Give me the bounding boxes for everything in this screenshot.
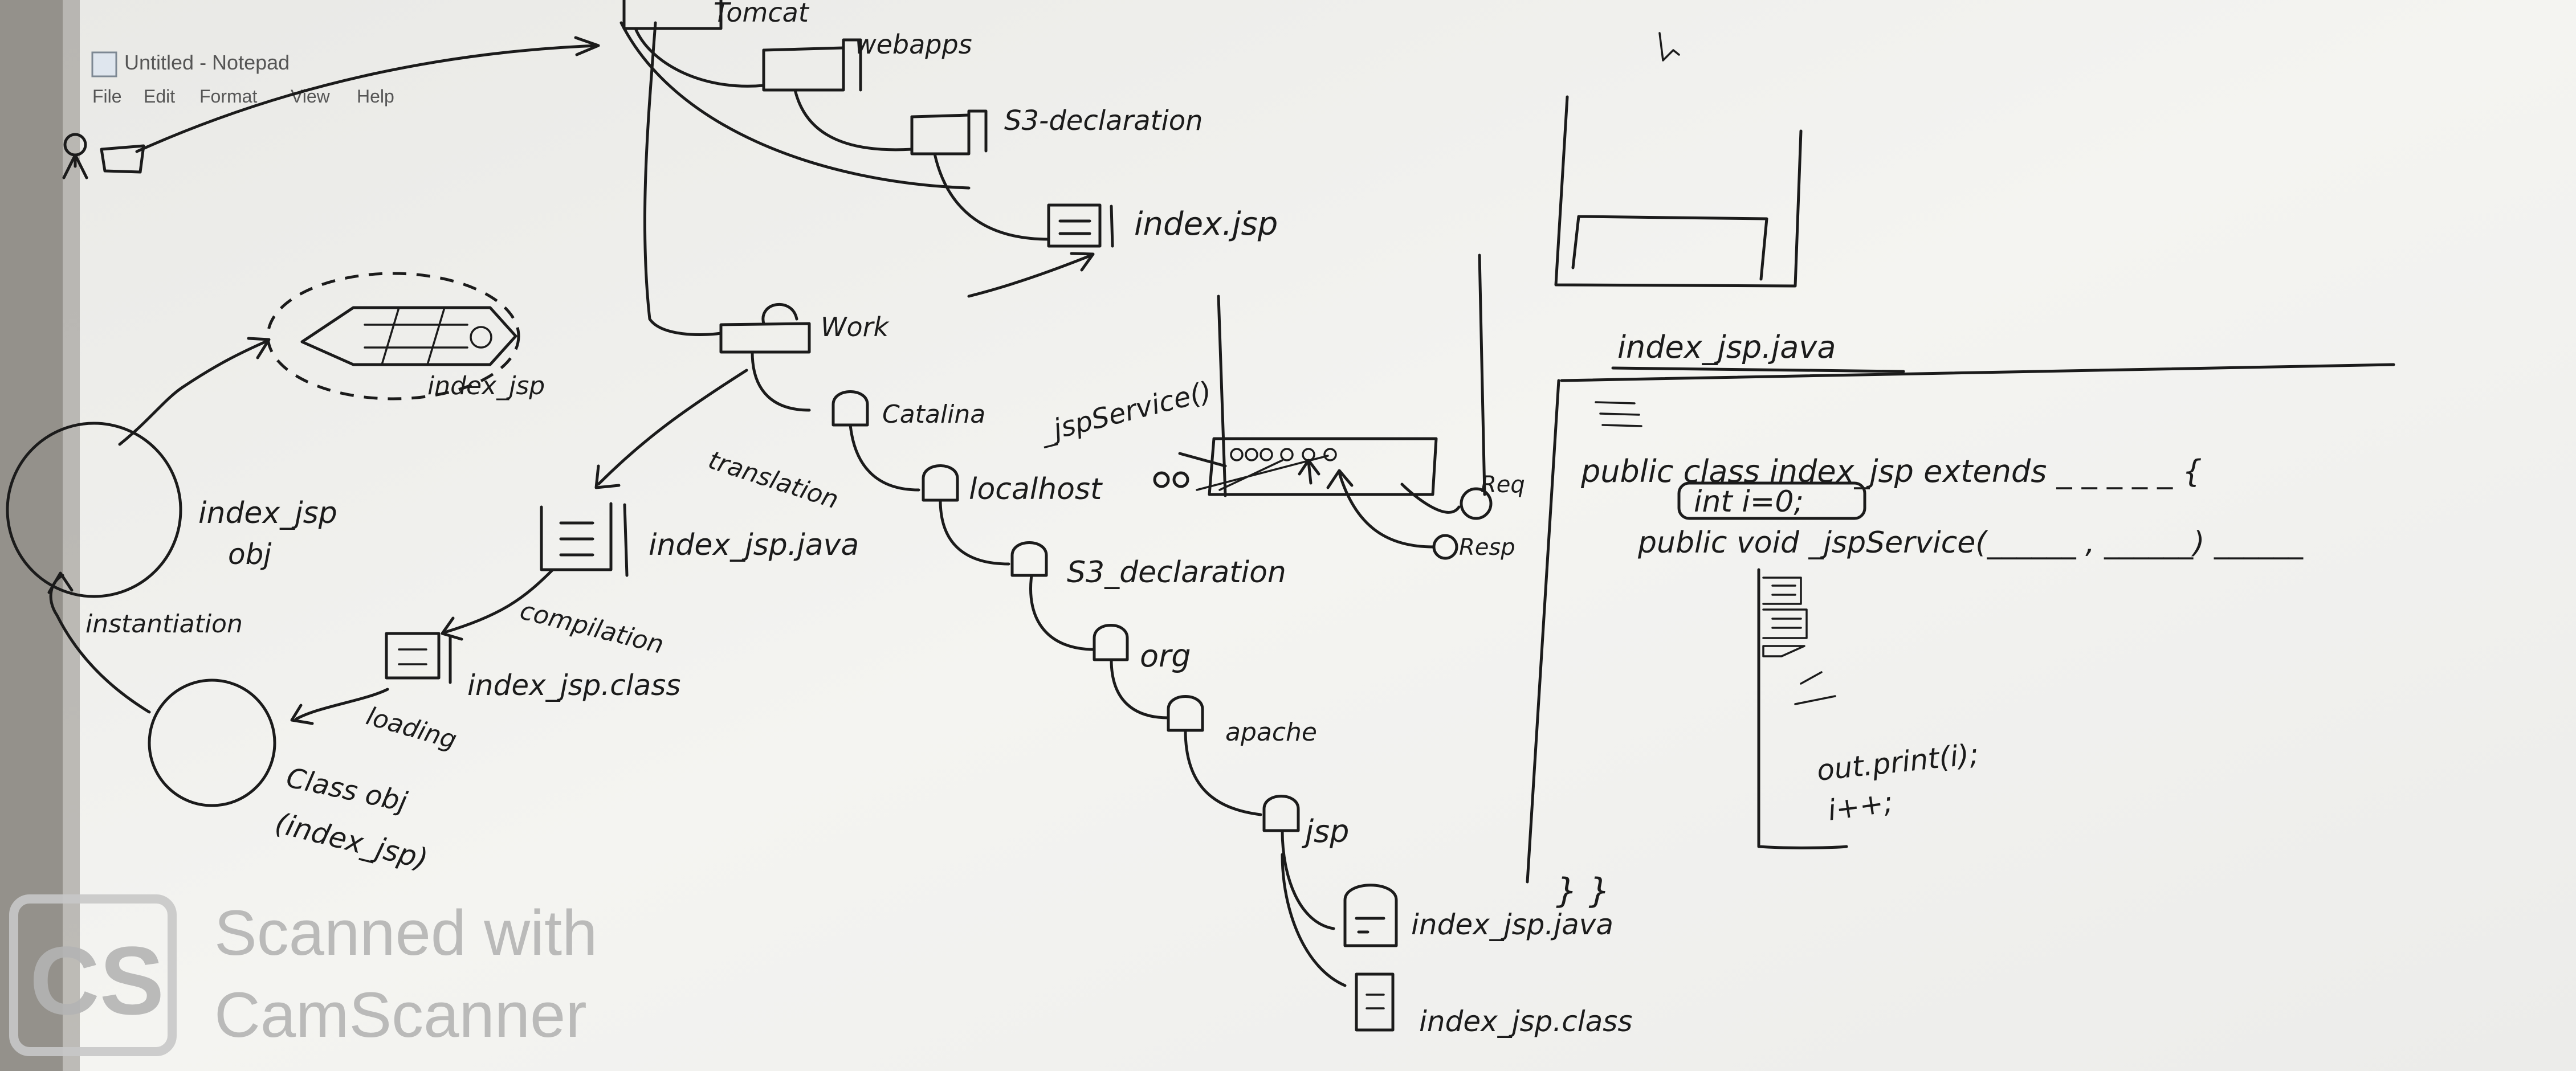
notepad-icon [91,51,117,77]
compilation-arrow [443,568,555,634]
notepad-title: Untitled - Notepad [124,51,290,74]
index-jsp-obj-circle [6,422,182,598]
org-label: org [1140,638,1191,674]
index-jsp-object-hexagon: index_jsp [300,306,545,400]
notepad-window: Untitled - Notepad File Edit Format View… [91,51,394,107]
s3-declaration-label: S3_declaration [1067,555,1286,590]
menu-format[interactable]: Format [199,86,257,107]
int-declaration-box [1677,481,1866,520]
catalina-to-localhost [849,423,920,492]
req-label: Req [1481,472,1525,498]
menu-help[interactable]: Help [357,86,394,107]
request-arrowhead [574,36,600,56]
index-jsp-obj-label-line2: obj [228,538,271,571]
menu-edit[interactable]: Edit [144,86,175,107]
localhost-folder: localhost [922,464,1103,506]
work-folder: Work [719,303,890,354]
webapps-label: webapps [855,29,972,60]
index-jsp-java-doc: index_jsp.java [540,502,859,577]
camscanner-logo [9,894,177,1056]
jsp-copy-arrowhead [1070,252,1095,272]
index-jsp-class-label: index_jsp.class [467,669,680,702]
instantiation-label: instantiation [85,610,243,639]
whiteboard-surface [63,0,2576,1071]
s3-to-org [1029,574,1096,651]
index-jsp-label: index_jsp [427,371,545,400]
catalina-label: Catalina [882,400,985,429]
s3-declaration-folder: S3_declaration [1010,541,1286,590]
device-sketch [1554,95,1803,288]
work-label: Work [821,312,890,342]
loading-arrowhead [290,704,314,725]
apache-label: apache [1225,718,1317,747]
cursor-sketch [1658,32,1680,62]
resp-label: Resp [1459,534,1515,561]
s3-declaration-top-folder: S3-declaration [910,105,1203,156]
index-jsp-obj-label-line1: index_jsp [198,496,337,530]
org-folder: org [1093,624,1191,674]
webapps-folder: webapps [762,29,972,92]
index-jsp-class-doc: index_jsp.class [385,632,680,702]
tomcat-folder: Tomcat [622,0,810,30]
index-jsp-top-label: index.jsp [1134,206,1278,243]
index-jsp-java-file-label: index_jsp.java [1411,908,1613,941]
localhost-label: localhost [969,472,1103,506]
catalina-folder: Catalina [832,390,985,429]
camscanner-line2: CamScanner [214,979,587,1050]
work-to-catalina [751,350,811,412]
request-arrow [135,44,599,153]
code-panel-header: index_jsp.java [1617,329,1836,365]
index-jsp-java-file: index_jsp.java [1343,884,1613,947]
index-jsp-top-file: index.jsp [1047,203,1278,248]
whiteboard-left-edge [0,0,80,1071]
jsp-folder: jsp [1262,795,1349,849]
jsp-label: jsp [1301,814,1349,849]
req-resp-flow: Req Resp [1298,459,1525,561]
camscanner-line1: Scanned with [214,897,597,968]
menu-file[interactable]: File [92,86,122,107]
apache-folder: apache [1167,695,1317,747]
code-line-int-decl: int i=0; [1694,485,1804,519]
object-to-hexagon-arrow [118,339,270,446]
org-to-apache [1110,658,1170,720]
user-computer-icon [62,133,145,179]
translation-arrow [597,369,748,486]
service-body-stack [1757,568,1848,849]
tree-connectors [619,21,1050,336]
apache-to-jsp [1184,729,1262,816]
code-line-method-decl: public void _jspService(______ , ______)… [1637,526,2304,560]
code-line-class-decl: public class index_jsp extends _ _ _ _ _… [1580,453,2202,489]
loading-arrow [295,688,389,721]
jsp-to-files [1281,829,1347,987]
translation-arrowhead [594,464,621,489]
in-memory-dashed-outline [266,272,520,400]
index-jsp-java-label: index_jsp.java [649,528,859,562]
camscanner-logo-text: CS [30,927,164,1035]
localhost-to-s3 [939,498,1010,566]
index-jsp-class-file-label: index_jsp.class [1419,1005,1632,1038]
s3-declaration-top-label: S3-declaration [1004,105,1203,137]
index-jsp-class-file: index_jsp.class [1355,972,1632,1038]
compilation-arrowhead [441,616,463,641]
code-closing-braces: } } [1556,871,1610,911]
tomcat-label: Tomcat [714,0,810,28]
camscanner-watermark: CS Scanned with CamScanner [9,894,597,1056]
class-obj-circle [148,678,276,807]
jsp-copy-arrow [967,254,1093,298]
